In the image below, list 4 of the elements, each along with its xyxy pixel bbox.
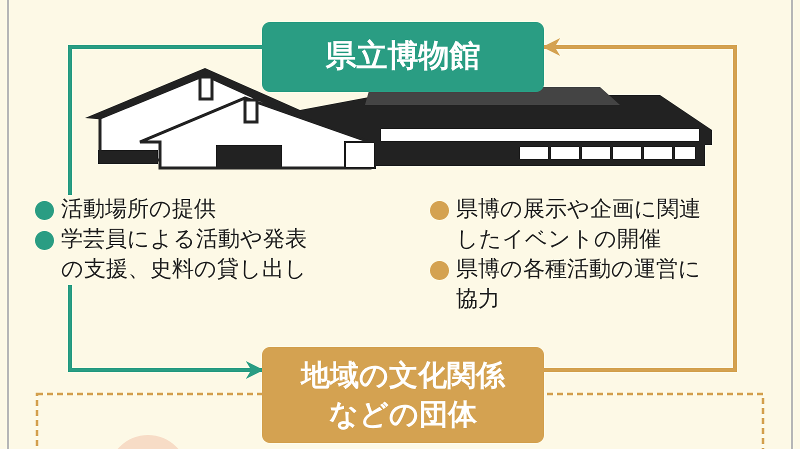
label-box: 地域の文化関係などの団体 <box>262 347 544 443</box>
arrow <box>542 38 737 372</box>
bullet-text: 学芸員による活動や発表の支援、史料の貸し出し <box>61 225 307 285</box>
label-box: 県立博物館 <box>262 22 544 92</box>
